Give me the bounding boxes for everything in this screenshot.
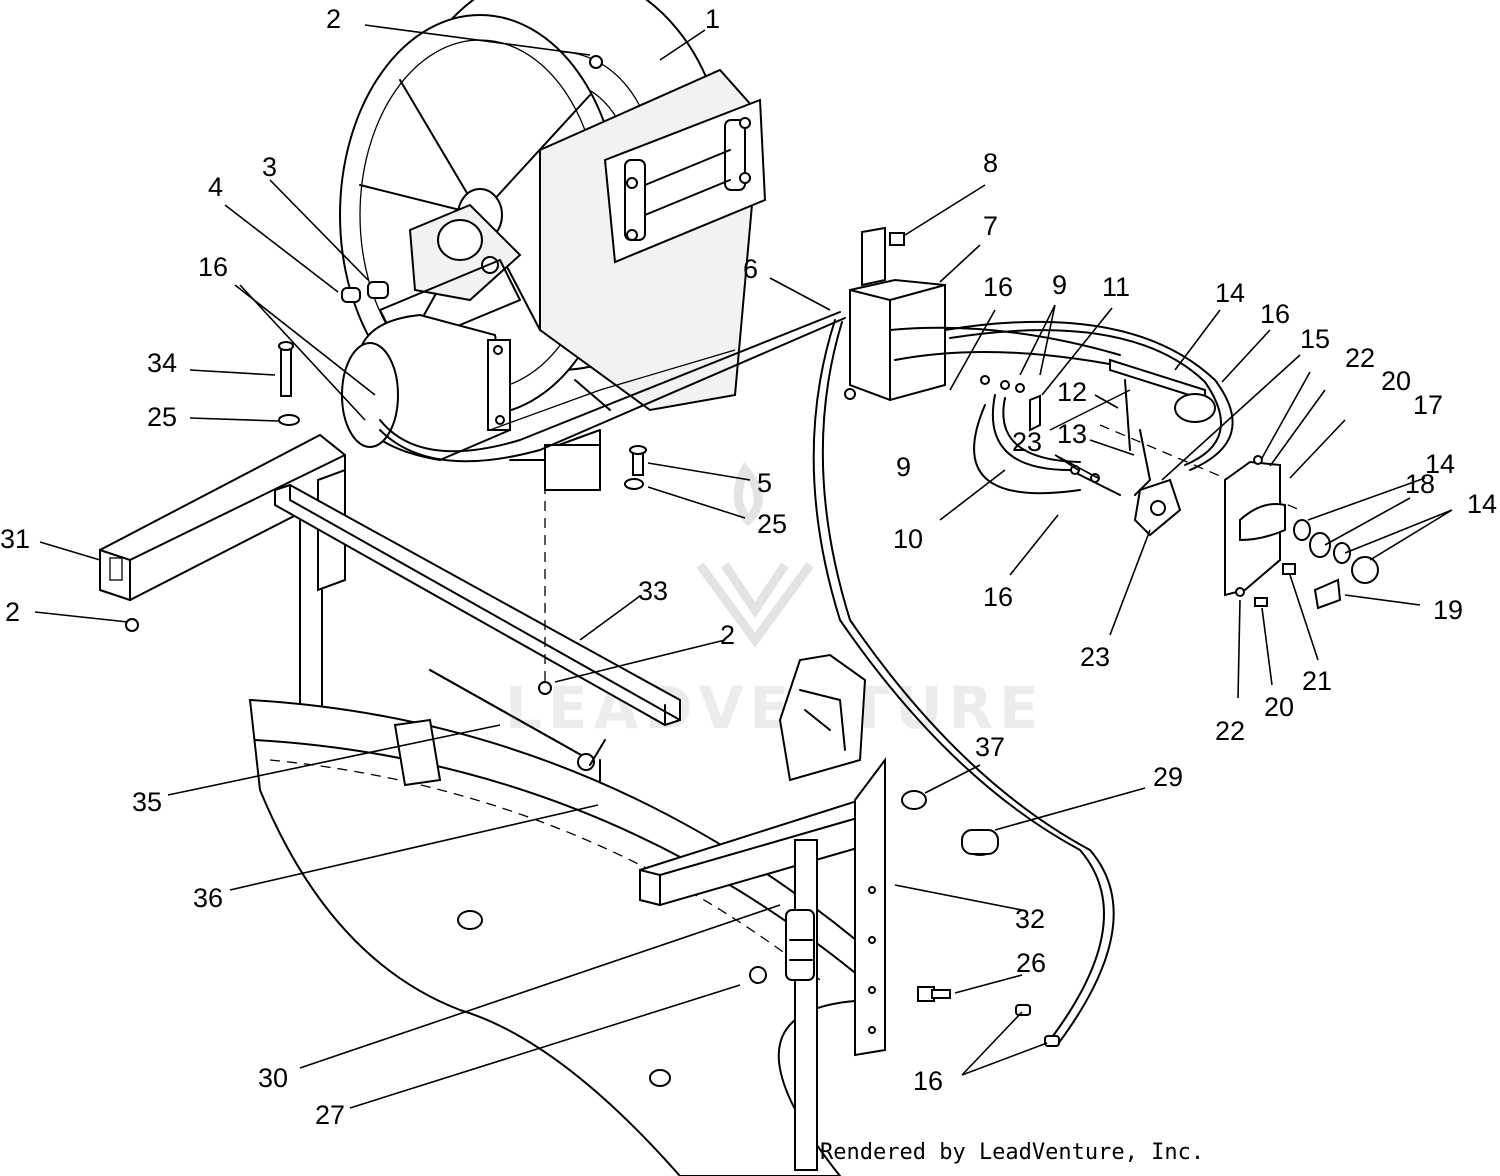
callout-25: 25 — [757, 509, 787, 539]
callout-2: 2 — [5, 597, 20, 627]
callout-35: 35 — [132, 787, 162, 817]
nut-21 — [1282, 563, 1296, 575]
callout-29: 29 — [1153, 762, 1183, 792]
screw-22 — [1253, 455, 1263, 465]
nut-2c — [538, 681, 552, 695]
watermark-text: LEADVENTURE — [505, 674, 1045, 742]
callout-5: 5 — [757, 468, 772, 498]
bolt-5 — [624, 445, 647, 490]
callout-11: 11 — [1102, 272, 1130, 302]
callout-13: 13 — [1057, 419, 1087, 449]
callout-2: 2 — [720, 620, 735, 650]
washer-25 — [278, 414, 300, 426]
wiring-harness — [944, 320, 1301, 537]
callout-16: 16 — [913, 1066, 943, 1096]
callout-36: 36 — [193, 883, 223, 913]
callout-9: 9 — [1052, 270, 1067, 300]
reel-motor — [341, 313, 512, 462]
callout-3: 3 — [262, 152, 277, 182]
callout-16: 16 — [198, 252, 228, 282]
callout-33: 33 — [638, 576, 668, 606]
callout-1: 1 — [705, 4, 720, 34]
callout-6: 6 — [743, 254, 758, 284]
clamp-37 — [901, 790, 999, 856]
callout-32: 32 — [1015, 904, 1045, 934]
frame-31 — [99, 433, 346, 721]
callout-17: 17 — [1413, 390, 1443, 420]
nut-2b — [125, 618, 139, 632]
screw-9 — [844, 388, 856, 400]
bolt-34 — [278, 341, 300, 426]
callout-7: 7 — [983, 211, 998, 241]
decal-19 — [1313, 578, 1342, 610]
nut-14 — [1293, 519, 1311, 541]
fitting-29 — [961, 829, 999, 855]
callout-numbers: 1 2 3 4 16 34 25 5 25 6 7 8 9 16 9 11 12… — [0, 4, 1497, 1130]
bolt-8 — [889, 232, 905, 246]
crossbar-33 — [274, 483, 681, 727]
callout-22: 22 — [1215, 716, 1245, 746]
deck-fender — [248, 698, 881, 1176]
harness-reel — [379, 311, 841, 453]
callout-37: 37 — [975, 732, 1005, 762]
render-credit: Rendered by LeadVenture, Inc. — [820, 1140, 1205, 1165]
fitting-3 — [367, 281, 389, 299]
callout-9: 9 — [896, 452, 911, 482]
callout-2: 2 — [326, 4, 341, 34]
callout-10: 10 — [893, 524, 923, 554]
callout-15: 15 — [1300, 324, 1330, 354]
leader-lines — [34, 24, 1453, 1109]
knob-14 — [1351, 556, 1379, 584]
nut-27 — [749, 966, 767, 984]
callout-16: 16 — [983, 272, 1013, 302]
clamp-4 — [341, 287, 361, 303]
callout-14: 14 — [1467, 489, 1497, 519]
frame-32 — [639, 653, 886, 1171]
callout-23: 23 — [1012, 427, 1042, 457]
callout-30: 30 — [258, 1063, 288, 1093]
callout-21: 21 — [1302, 666, 1332, 696]
callout-14: 14 — [1215, 278, 1245, 308]
hose-reel — [339, 0, 767, 491]
callout-22: 22 — [1345, 343, 1375, 373]
callout-23: 23 — [1080, 642, 1110, 672]
callout-16: 16 — [983, 582, 1013, 612]
callout-12: 12 — [1057, 377, 1087, 407]
callout-16: 16 — [1260, 299, 1290, 329]
callout-14: 14 — [1425, 449, 1455, 479]
control-box-7 — [844, 226, 1141, 402]
washer-18 — [1309, 532, 1331, 558]
callout-34: 34 — [147, 348, 177, 378]
callout-26: 26 — [1016, 948, 1046, 978]
callout-20: 20 — [1381, 366, 1411, 396]
relay-15 — [1174, 393, 1216, 423]
callout-20: 20 — [1264, 692, 1294, 722]
nut-2 — [589, 55, 603, 69]
bolt-26 — [917, 986, 951, 1002]
gas-spring-30 — [785, 909, 815, 981]
fitting-parts — [341, 55, 603, 303]
callout-25: 25 — [147, 402, 177, 432]
callout-8: 8 — [983, 148, 998, 178]
callout-19: 19 — [1433, 595, 1463, 625]
switch-plate-17 — [1224, 455, 1379, 610]
screw-20 — [1254, 597, 1268, 607]
callout-4: 4 — [208, 172, 223, 202]
callout-31: 31 — [0, 524, 30, 554]
callout-18: 18 — [1405, 469, 1435, 499]
hose-16 — [812, 319, 1105, 1041]
washer-25b — [624, 478, 644, 490]
callout-27: 27 — [315, 1100, 345, 1130]
